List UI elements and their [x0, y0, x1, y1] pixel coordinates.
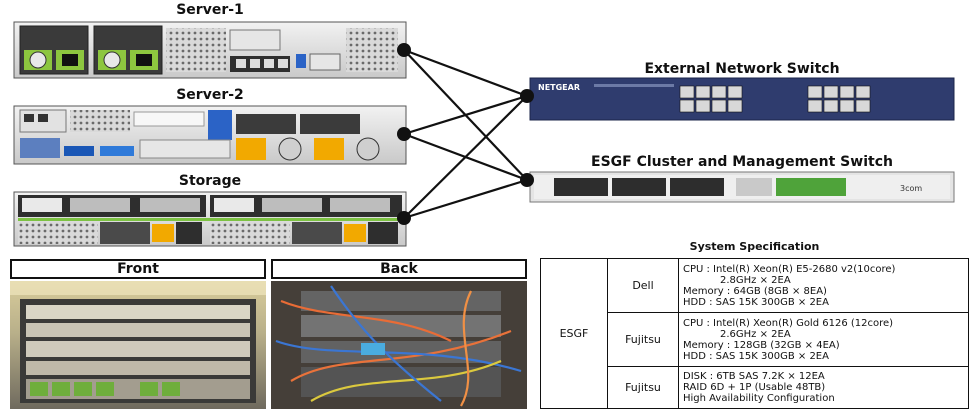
spec-line: High Availability Configuration [683, 393, 835, 405]
spec-line: 2.6GHz × 2EA [720, 328, 791, 340]
external-switch-chassis: NETGEAR [529, 77, 955, 121]
back-photo [271, 281, 527, 409]
storage-label: Storage [178, 173, 242, 189]
connection-points [397, 43, 534, 225]
spec-line: Memory : 64GB (8GB × 8EA) [683, 285, 827, 297]
spec-group-cell: ESGF [540, 258, 608, 409]
hardware-diagram: NETGEAR 3com [13, 21, 955, 247]
spec-detail-cell: CPU : Intel(R) Xeon(R) Gold 6126 (12core… [678, 312, 969, 368]
server1-chassis [13, 21, 407, 79]
external-switch-label: External Network Switch [644, 61, 840, 77]
spec-line: RAID 6D + 1P (Usable 48TB) [683, 382, 826, 394]
back-photo-header: Back [271, 259, 527, 279]
spec-line: HDD : SAS 15K 300GB × 2EA [683, 296, 829, 308]
spec-line: CPU : Intel(R) Xeon(R) E5-2680 v2(10core… [683, 263, 896, 275]
spec-line: DISK : 6TB SAS 7.2K × 12EA [683, 371, 825, 383]
network-cables [403, 48, 528, 220]
spec-table: ESGF Dell CPU : Intel(R) Xeon(R) E5-2680… [540, 257, 969, 409]
spec-line: Memory : 128GB (32GB × 4EA) [683, 339, 840, 351]
spec-line: CPU : Intel(R) Xeon(R) Gold 6126 (12core… [683, 317, 894, 329]
external-switch-brand: NETGEAR [538, 83, 580, 92]
front-photo [10, 281, 266, 409]
spec-row: Fujitsu CPU : Intel(R) Xeon(R) Gold 6126… [541, 312, 969, 368]
spec-vendor-cell: Fujitsu [607, 312, 679, 368]
server1-label: Server-1 [176, 2, 244, 18]
spec-row: ESGF Dell CPU : Intel(R) Xeon(R) E5-2680… [540, 257, 969, 409]
cluster-switch-chassis: 3com [529, 171, 955, 203]
spec-title: System Specification [689, 240, 820, 253]
spec-vendor-cell: Fujitsu [607, 366, 679, 409]
server2-label: Server-2 [176, 87, 244, 103]
spec-line: 2.8GHz × 2EA [720, 274, 791, 286]
spec-line: HDD : SAS 15K 300GB × 2EA [683, 350, 829, 362]
spec-detail-cell: DISK : 6TB SAS 7.2K × 12EA RAID 6D + 1P … [678, 366, 969, 409]
spec-vendor-cell: Dell [607, 257, 679, 314]
spec-row: Fujitsu DISK : 6TB SAS 7.2K × 12EA RAID … [541, 366, 969, 409]
spec-detail-cell: CPU : Intel(R) Xeon(R) E5-2680 v2(10core… [678, 257, 969, 314]
front-photo-header: Front [10, 259, 266, 279]
cluster-switch-brand: 3com [900, 184, 922, 193]
storage-chassis [13, 191, 407, 247]
server2-chassis [13, 105, 407, 165]
cluster-switch-label: ESGF Cluster and Management Switch [591, 154, 893, 170]
